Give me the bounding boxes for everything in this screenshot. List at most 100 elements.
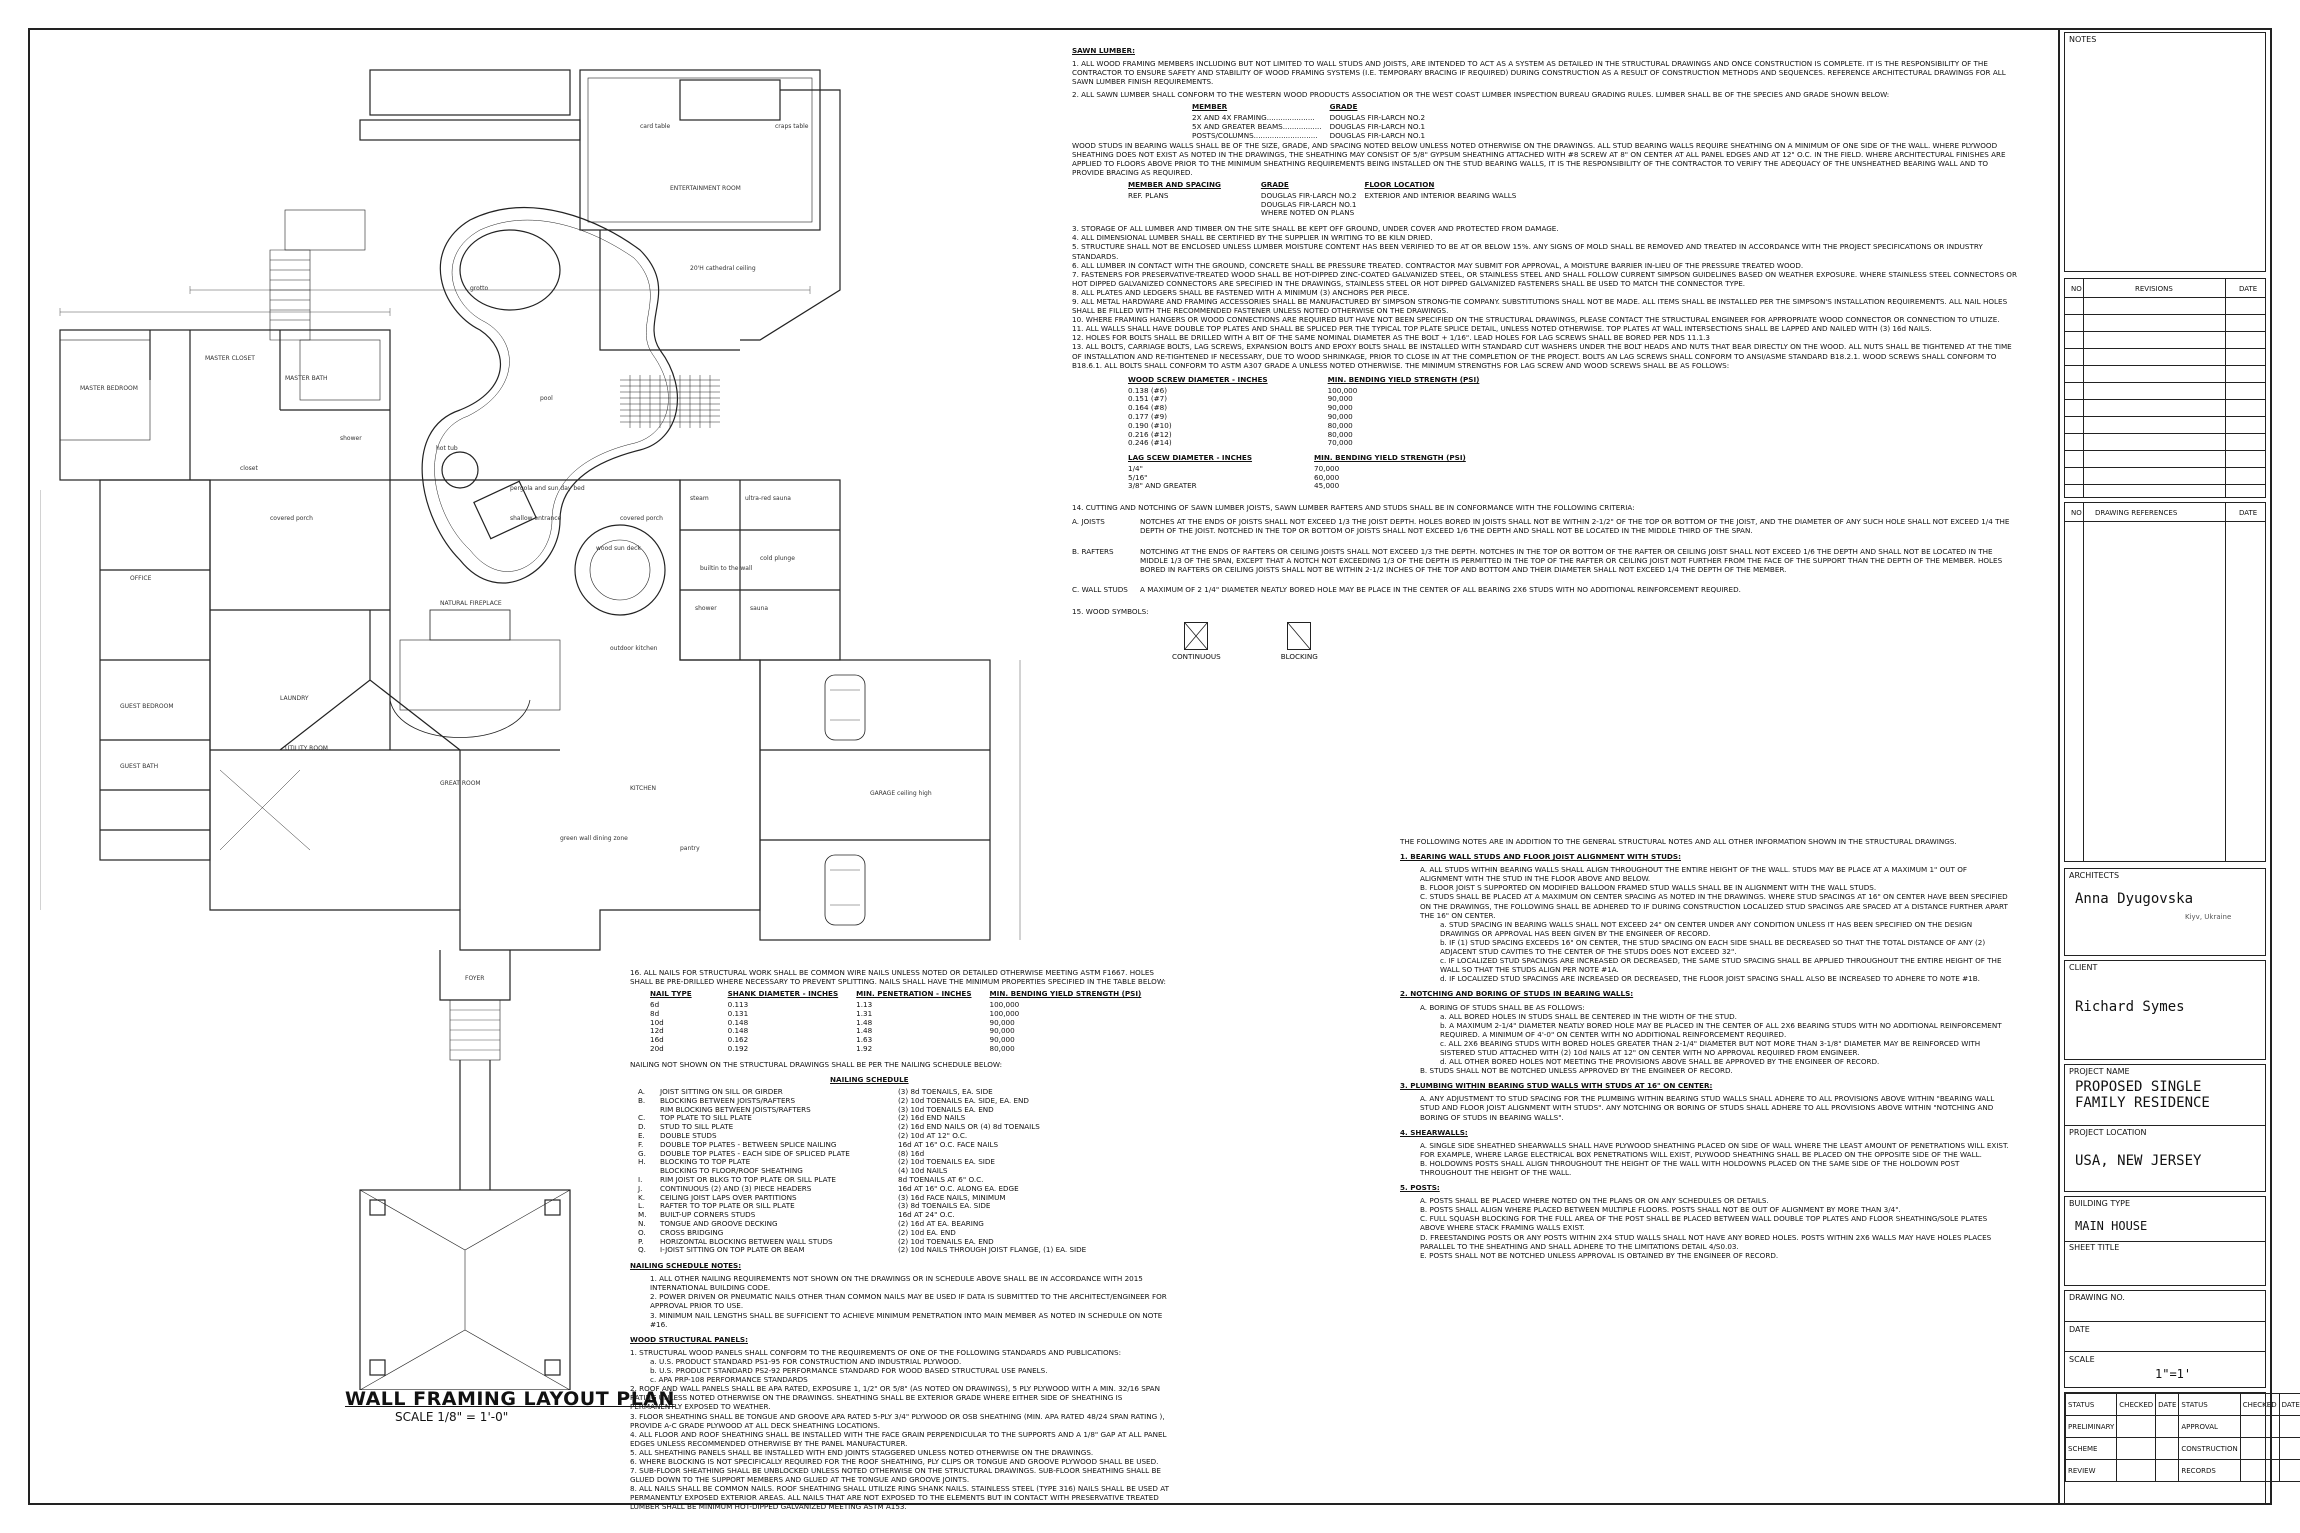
label-shower-2: shower [695,605,717,612]
nailing-row: N.TONGUE AND GROOVE DECKING(2) 16d AT EA… [638,1218,984,1228]
label-covered-porch-2: covered porch [620,515,663,522]
scale-value: 1"=1' [2155,1367,2192,1381]
building-box: BUILDING TYPE MAIN HOUSE SHEET TITLE [2064,1196,2266,1286]
nailing-row: P.HORIZONTAL BLOCKING BETWEEN WALL STUDS… [638,1236,994,1246]
nailing-note-1: 1. ALL OTHER NAILING REQUIREMENTS NOT SH… [650,1274,1143,1293]
wsp-6: 6. WHERE BLOCKING IS NOT SPECIFICALLY RE… [630,1456,1159,1466]
project-box: PROJECT NAME PROPOSED SINGLE FAMILY RESI… [2064,1064,2266,1192]
plumbing-title: 3. PLUMBING WITHIN BEARING STUD WALLS WI… [1400,1081,1713,1091]
label-office: OFFICE [130,575,152,582]
nailing-row: L.RAFTER TO TOP PLATE OR SILL PLATE(3) 8… [638,1201,991,1211]
label-master-bath: MASTER BATH [285,375,328,382]
a2-b: B. STUDS SHALL NOT BE NOTCHED UNLESS APP… [1420,1066,1733,1076]
wsp-2: 2. ROOF AND WALL PANELS SHALL BE APA RAT… [630,1384,1160,1412]
rev-no-label: NO [2071,285,2082,293]
label-grotto: grotto [470,285,489,292]
wood-panels-title: WOOD STRUCTURAL PANELS: [630,1334,748,1344]
nailing-row: D.STUD TO SILL PLATE(2) 16d END NAILS OR… [638,1122,1040,1132]
a5-e: E. POSTS SHALL NOT BE NOTCHED UNLESS APP… [1420,1250,1779,1260]
plan-scale: SCALE 1/8" = 1'-0" [395,1410,509,1424]
label-cold-plunge: cold plunge [760,555,795,562]
sawn-lumber-heading: SAWN LUMBER: [1072,46,1135,55]
sawn-lumber-notes: SAWN LUMBER: 1. ALL WOOD FRAMING MEMBERS… [1072,40,2022,661]
label-sauna: sauna [750,605,768,612]
drawing-no-label: DRAWING NO. [2069,1293,2125,1302]
client-name: Richard Symes [2075,999,2185,1015]
building-type-label: BUILDING TYPE [2069,1199,2131,1208]
nailing-intro: NAILING NOT SHOWN ON THE STRUCTURAL DRAW… [630,1059,1002,1069]
location-label: PROJECT LOCATION [2069,1128,2147,1137]
nailing-row: I.RIM JOIST OR BLKG TO TOP PLATE OR SILL… [638,1174,984,1184]
nailing-row: BLOCKING TO FLOOR/ROOF SHEATHING(4) 10d … [660,1166,948,1176]
posts-title: 5. POSTS: [1400,1183,1440,1193]
label-great-room: GREAT ROOM [440,780,481,787]
nailing-schedule-table: A.JOIST SITTING ON SILL OR GIRDER(3) 8d … [638,1087,1094,1255]
project-name: PROPOSED SINGLE FAMILY RESIDENCE [2075,1079,2210,1111]
shearwalls-title: 4. SHEARWALLS: [1400,1127,1468,1137]
label-hot-tub: hot tub [436,445,458,452]
nailing-row: C.TOP PLATE TO SILL PLATE(2) 16d END NAI… [638,1113,966,1123]
a4-b: B. HOLDOWNS POSTS SHALL ALIGN THROUGHOUT… [1420,1158,1960,1177]
a2-a-c: c. ALL 2X6 BEARING STUDS WITH BORED HOLE… [1440,1038,1981,1057]
a2-a-b: b. A MAXIMUM 2-1/4" DIAMETER NEATLY BORE… [1440,1020,2002,1039]
drawing-sheet [28,28,2272,1505]
architects-box: ARCHITECTS Anna Dyugovska Kiyv, Ukraine [2064,868,2266,956]
nailing-note-2: 2. POWER DRIVEN OR PNEUMATIC NAILS OTHER… [650,1292,1167,1311]
client-label: CLIENT [2069,963,2098,972]
label-card-table: card table [640,123,671,130]
label-covered-porch: covered porch [270,515,313,522]
a1-c: C. STUDS SHALL BE PLACED AT A MAXIMUM ON… [1420,892,2008,920]
label-ultra-red: ultra-red sauna [745,495,791,502]
wsp-4: 4. ALL FLOOR AND ROOF SHEATHING SHALL BE… [630,1429,1167,1448]
label-shallow: shallow entrance [510,515,562,522]
continuous-label: CONTINUOUS [1172,652,1221,662]
nailing-row: F.DOUBLE TOP PLATES - BETWEEN SPLICE NAI… [638,1139,999,1149]
a1-c-b: b. IF (1) STUD SPACING EXCEEDS 16" ON CE… [1440,937,1986,957]
label-entertainment: ENTERTAINMENT ROOM [670,185,741,192]
label-pergola: pergola and sun day bed [510,485,585,492]
nailing-row: RIM BLOCKING BETWEEN JOISTS/RAFTERS(3) 1… [660,1104,994,1114]
note-13: 13. ALL BOLTS, CARRIAGE BOLTS, LAG SCREW… [1072,342,2012,370]
notes-label: NOTES [2069,35,2097,44]
label-pool: pool [540,395,553,402]
a5-c: C. FULL SQUASH BLOCKING FOR THE FULL ARE… [1420,1214,1988,1233]
label-builtin: builtin to the wall [700,565,753,572]
nailing-row: K.CEILING JOIST LAPS OVER PARTITIONS(3) … [638,1192,1006,1202]
label-guest-bath: GUEST BATH [120,763,158,770]
label-outdoor-kitchen: outdoor kitchen [610,645,658,652]
note-2: 2. ALL SAWN LUMBER SHALL CONFORM TO THE … [1072,90,1890,100]
a1-a: A. ALL STUDS WITHIN BEARING WALLS SHALL … [1420,865,1968,884]
revisions-label: REVISIONS [2135,285,2173,293]
architects-label: ARCHITECTS [2069,871,2120,880]
wsp-1a: a. U.S. PRODUCT STANDARD PS1-95 FOR CONS… [650,1356,962,1366]
scale-label: SCALE [2069,1355,2095,1364]
nailing-row: Q.I-JOIST SITTING ON TOP PLATE OR BEAM(2… [638,1245,1087,1255]
plan-title: WALL FRAMING LAYOUT PLAN [345,1388,675,1410]
project-label: PROJECT NAME [2069,1067,2130,1076]
drawing-references-box: NO DRAWING REFERENCES DATE [2064,502,2266,862]
label-master-bedroom: MASTER BEDROOM [80,385,138,392]
note-16: 16. ALL NAILS FOR STRUCTURAL WORK SHALL … [630,968,1166,987]
a4-a: A. SINGLE SIDE SHEATHED SHEARWALLS SHALL… [1420,1140,2009,1159]
date-label: DATE [2069,1325,2090,1334]
title-block: NOTES NO REVISIONS DATE NO DRAWING REFER… [2058,28,2300,1505]
a5-b: B. POSTS SHALL ALIGN WHERE PLACED BETWEE… [1420,1205,1901,1215]
rev-date-label: DATE [2239,285,2258,293]
building-type: MAIN HOUSE [2075,1219,2148,1233]
revisions-box: NO REVISIONS DATE [2064,278,2266,498]
label-guest-bedroom: GUEST BEDROOM [120,703,174,710]
sheet-title-label: SHEET TITLE [2069,1243,2120,1252]
a2-a-a: a. ALL BORED HOLES IN STUDS SHALL BE CEN… [1440,1011,1737,1021]
label-utility: UTILITY ROOM [285,745,328,752]
additional-notes: THE FOLLOWING NOTES ARE IN ADDITION TO T… [1400,837,2010,1260]
label-garage: GARAGE ceiling high [870,790,932,797]
drawing-refs-label: DRAWING REFERENCES [2095,509,2178,517]
label-cathedral: 20'H cathedral ceiling [690,265,756,272]
ref-date-label: DATE [2239,509,2258,517]
ref-no-label: NO [2071,509,2082,517]
note-1: 1. ALL WOOD FRAMING MEMBERS INCLUDING BU… [1072,59,2006,87]
note-3: 3. STORAGE OF ALL LUMBER AND TIMBER ON T… [1072,224,1559,234]
label-green-wall: green wall dining zone [560,835,628,842]
